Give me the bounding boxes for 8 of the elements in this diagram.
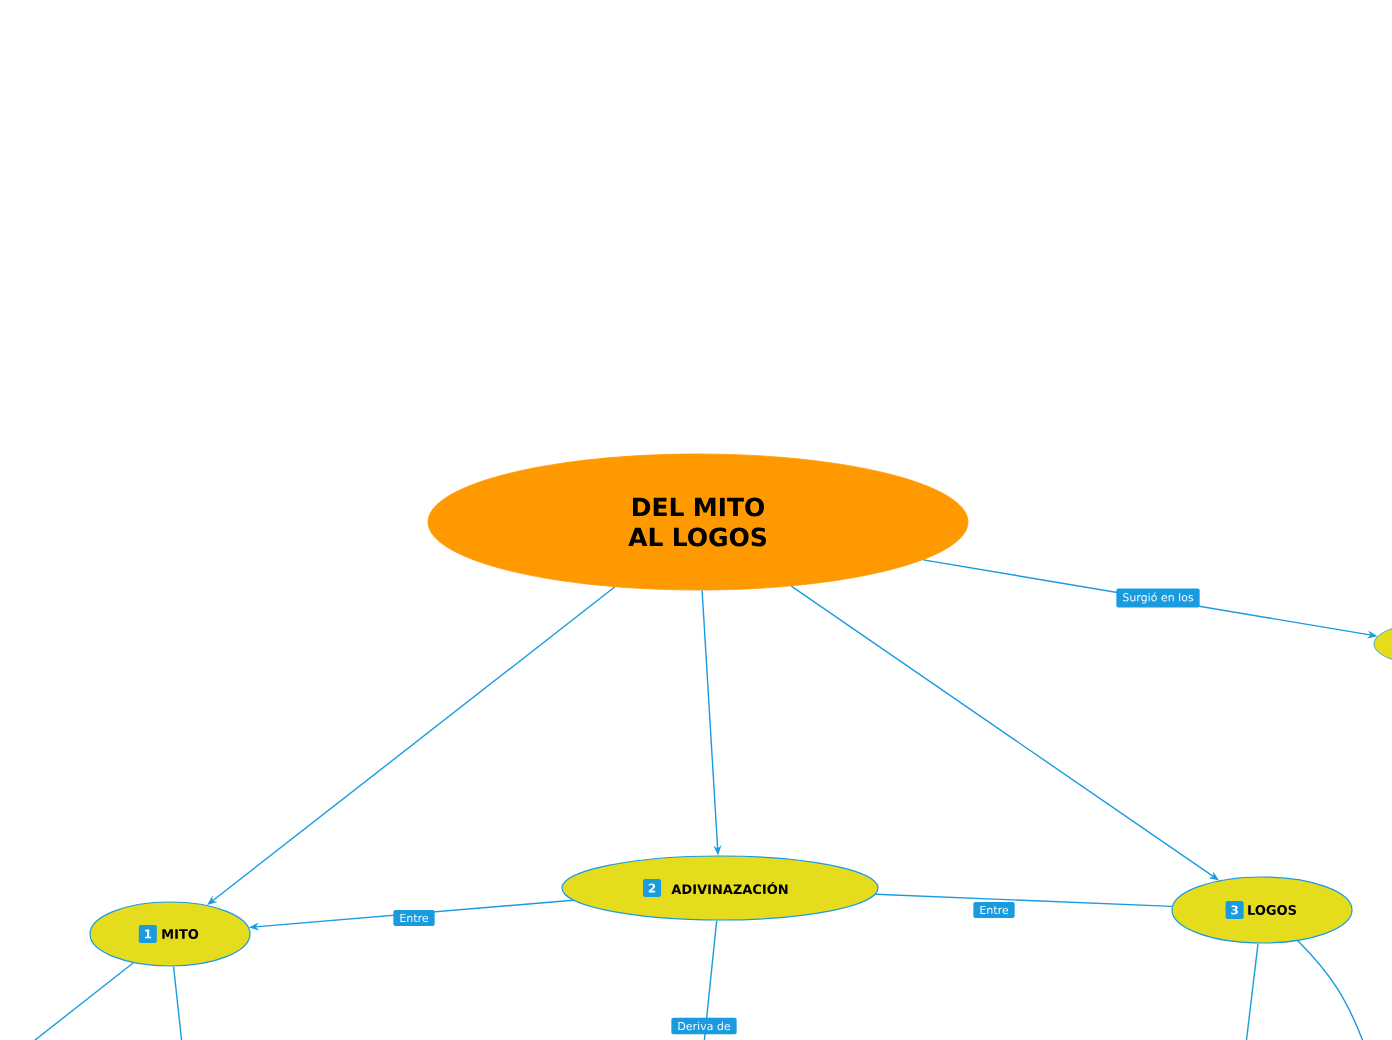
topic-ellipse <box>1373 623 1392 665</box>
connector <box>1297 940 1365 1040</box>
connector <box>790 585 1219 881</box>
connector <box>1245 942 1259 1040</box>
connector <box>703 919 718 1040</box>
connector <box>172 965 183 1040</box>
connector <box>29 962 134 1040</box>
connector <box>874 893 1173 908</box>
